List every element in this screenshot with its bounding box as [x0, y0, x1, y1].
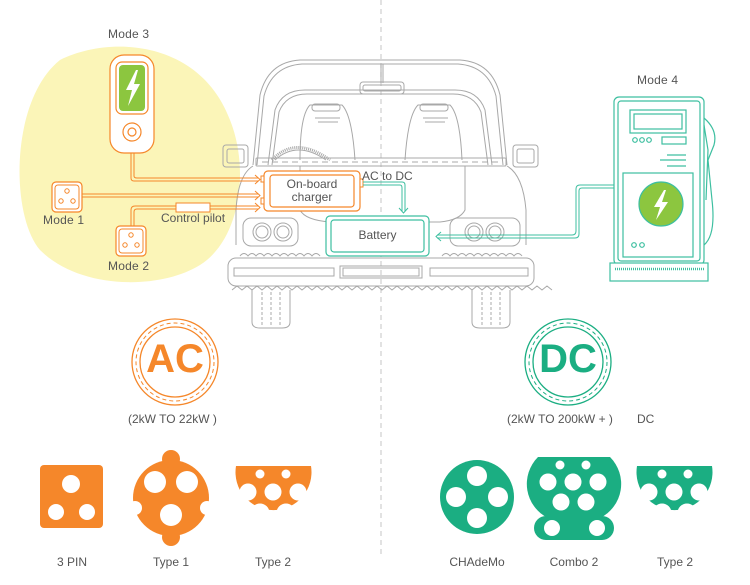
connector-label-type-2-dc: Type 2 [656, 555, 694, 569]
battery-label: Battery [358, 228, 397, 242]
onboard-charger-label: On-board charger [270, 178, 354, 204]
mode-1-socket-icon [51, 181, 83, 213]
connector-label-3-pin: 3 PIN [56, 555, 87, 569]
mode-4-label: Mode 4 [637, 73, 679, 87]
lightning-bolt-icon [126, 70, 140, 106]
mode-4-dc-charger-icon [609, 96, 716, 282]
mode-3-label: Mode 3 [108, 27, 150, 41]
dc-badge-ring [524, 318, 612, 406]
ac-badge-ring [131, 318, 219, 406]
dc-cable [435, 184, 614, 242]
ac-badge-text: AC [146, 337, 204, 381]
connector-label-combo-2: Combo 2 [549, 555, 599, 569]
connector-label-type-2-ac: Type 2 [254, 555, 292, 569]
car-illustration [222, 59, 553, 329]
ac-to-dc-label: AC to DC [362, 169, 413, 183]
ac-to-dc-link [363, 181, 409, 214]
dc-power-range: (2kW TO 200kW + ) [507, 412, 613, 426]
onboard-charger-box [260, 170, 364, 212]
battery-box [325, 215, 430, 257]
lightning-bolt-icon [654, 190, 668, 220]
type-2-dc-plug-icon [636, 466, 713, 523]
ac-power-range: (2kW TO 22kW ) [128, 412, 217, 426]
dc-suffix-label: DC [637, 412, 655, 426]
dc-badge-text: DC [539, 337, 597, 381]
mode-2-socket-icon [115, 225, 147, 257]
connector-label-chademo: CHAdeMo [449, 555, 505, 569]
chademo-plug-icon [440, 460, 514, 534]
control-pilot-box [175, 202, 211, 213]
mode-3-wallbox-icon [109, 54, 155, 154]
control-pilot-label: Control pilot [161, 211, 226, 225]
3-pin-plug-icon [40, 465, 103, 528]
connector-label-type-1: Type 1 [152, 555, 190, 569]
onboard-charger-line2: charger [291, 190, 333, 204]
onboard-charger-line1: On-board [286, 177, 338, 191]
mode-1-label: Mode 1 [43, 213, 85, 227]
ac-cables [82, 153, 261, 226]
combo-2-plug-icon [526, 457, 622, 540]
type-2-ac-plug-icon [235, 466, 312, 523]
type-1-plug-icon [128, 450, 214, 546]
mode-2-label: Mode 2 [108, 259, 150, 273]
ac-modes-highlight [19, 46, 241, 283]
